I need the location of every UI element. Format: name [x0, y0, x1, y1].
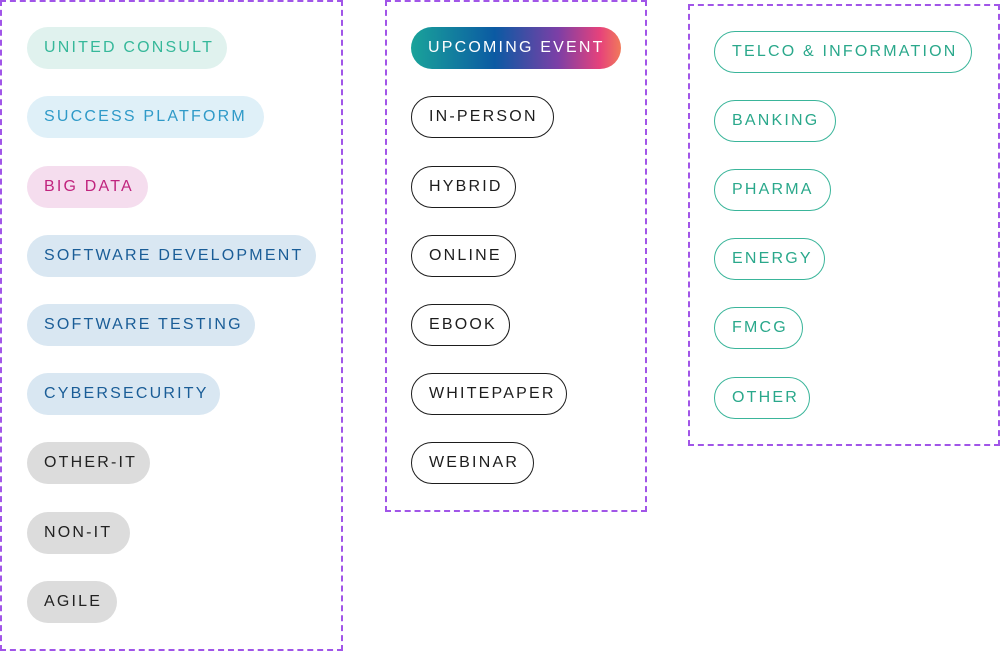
tag-cybersecurity[interactable]: CYBERSECURITY — [27, 373, 220, 415]
tag-ebook[interactable]: EBOOK — [411, 304, 510, 346]
tag-webinar[interactable]: WEBINAR — [411, 442, 534, 484]
tag-fmcg[interactable]: FMCG — [714, 307, 803, 349]
tag-pharma[interactable]: PHARMA — [714, 169, 831, 211]
tag-label: NON-IT — [44, 524, 113, 541]
tag-non-it[interactable]: NON-IT — [27, 512, 130, 554]
tag-label: UNITED CONSULT — [44, 39, 215, 56]
tag-label: EBOOK — [429, 316, 497, 333]
tag-label: UPCOMING EVENT — [428, 39, 605, 56]
tag-energy[interactable]: ENERGY — [714, 238, 825, 280]
tag-other[interactable]: OTHER — [714, 377, 810, 419]
tag-label: SOFTWARE TESTING — [44, 316, 243, 333]
tag-telco-information[interactable]: TELCO & INFORMATION — [714, 31, 972, 73]
tag-united-consult[interactable]: UNITED CONSULT — [27, 27, 227, 69]
tag-agile[interactable]: AGILE — [27, 581, 117, 623]
tag-label: TELCO & INFORMATION — [732, 43, 958, 60]
industry-tags-group — [688, 4, 1000, 446]
tag-upcoming-event[interactable]: UPCOMING EVENT — [411, 27, 621, 69]
tag-label: ONLINE — [429, 247, 502, 264]
tag-label: OTHER — [732, 389, 799, 406]
tag-label: WEBINAR — [429, 454, 520, 471]
tag-label: ENERGY — [732, 250, 813, 267]
tag-software-testing[interactable]: SOFTWARE TESTING — [27, 304, 255, 346]
tag-label: PHARMA — [732, 181, 814, 198]
tag-label: BIG DATA — [44, 178, 134, 195]
tag-in-person[interactable]: IN-PERSON — [411, 96, 554, 138]
tag-software-development[interactable]: SOFTWARE DEVELOPMENT — [27, 235, 316, 277]
tag-banking[interactable]: BANKING — [714, 100, 836, 142]
tag-online[interactable]: ONLINE — [411, 235, 516, 277]
tag-hybrid[interactable]: HYBRID — [411, 166, 516, 208]
tag-label: OTHER-IT — [44, 454, 138, 471]
tag-label: WHITEPAPER — [429, 385, 556, 402]
tag-label: IN-PERSON — [429, 108, 538, 125]
tag-label: SOFTWARE DEVELOPMENT — [44, 247, 304, 264]
tag-big-data[interactable]: BIG DATA — [27, 166, 148, 208]
tag-label: FMCG — [732, 319, 788, 336]
tag-whitepaper[interactable]: WHITEPAPER — [411, 373, 567, 415]
tag-label: HYBRID — [429, 178, 503, 195]
format-tags-group — [385, 0, 647, 512]
tag-other-it[interactable]: OTHER-IT — [27, 442, 150, 484]
tag-label: CYBERSECURITY — [44, 385, 209, 402]
tag-label: BANKING — [732, 112, 820, 129]
tag-label: SUCCESS PLATFORM — [44, 108, 247, 125]
tag-label: AGILE — [44, 593, 103, 610]
tag-success-platform[interactable]: SUCCESS PLATFORM — [27, 96, 264, 138]
topic-tags-group — [0, 0, 343, 651]
